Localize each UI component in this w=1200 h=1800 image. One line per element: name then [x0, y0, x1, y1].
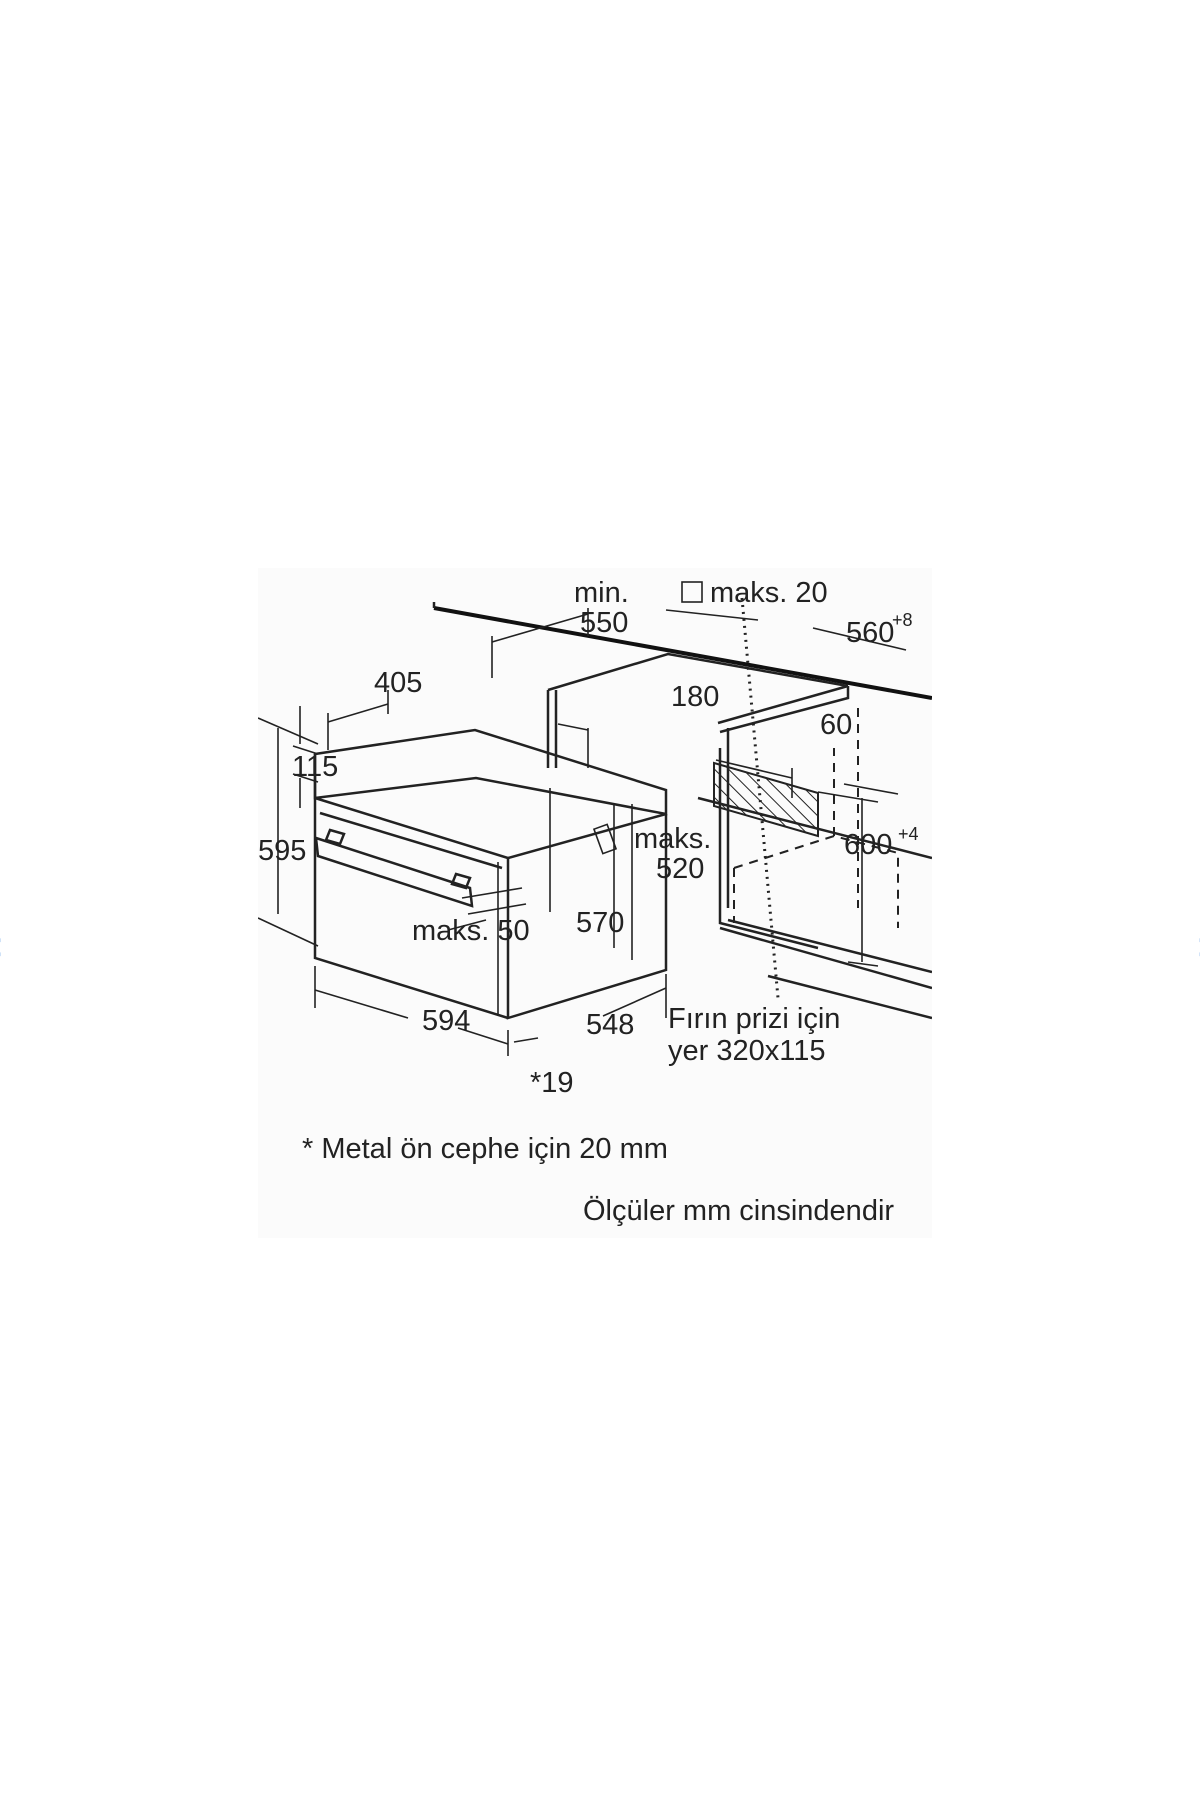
- label-19: *19: [530, 1067, 574, 1099]
- oven-dimension-diagram: min. 550 maks. 20 560 +8 405 180 60 115 …: [258, 568, 932, 1238]
- next-image-button[interactable]: ›: [1176, 922, 1200, 970]
- label-550: 550: [580, 607, 628, 639]
- square-icon: [681, 581, 703, 603]
- label-560-tolerance: +8: [892, 610, 913, 630]
- dashed-recess: [733, 597, 899, 999]
- label-548: 548: [586, 1009, 634, 1041]
- label-560: 560: [846, 617, 894, 649]
- label-115: 115: [292, 751, 338, 783]
- label-180: 180: [671, 681, 719, 713]
- label-min: min.: [574, 577, 629, 609]
- chevron-left-icon: ‹: [0, 923, 4, 969]
- label-60: 60: [820, 709, 852, 741]
- label-socket-line1: Fırın prizi için: [668, 1003, 840, 1035]
- label-570: 570: [576, 907, 624, 939]
- countertop: [432, 602, 932, 700]
- footnote-metal-front: * Metal ön cephe için 20 mm: [302, 1133, 668, 1165]
- label-maks-50: maks. 50: [412, 915, 530, 947]
- label-socket-line2: yer 320x115: [668, 1035, 825, 1067]
- units-note: Ölçüler mm cinsindendir: [583, 1195, 894, 1227]
- diagram-drawing: min. 550 maks. 20 560 +8 405 180 60 115 …: [258, 577, 932, 1227]
- previous-image-button[interactable]: ‹: [0, 922, 24, 970]
- label-600: 600: [844, 829, 892, 861]
- label-maks-520-line1: maks.: [634, 823, 711, 855]
- label-594: 594: [422, 1005, 470, 1037]
- oven-body: [313, 728, 668, 1020]
- dimension-lines: [258, 608, 907, 1056]
- label-595: 595: [258, 835, 306, 867]
- label-600-tolerance: +4: [898, 824, 919, 844]
- label-maks-20: maks. 20: [710, 577, 828, 609]
- socket-area: [713, 761, 819, 838]
- label-405: 405: [374, 667, 422, 699]
- chevron-right-icon: ›: [1196, 923, 1200, 969]
- label-maks-520-line2: 520: [656, 853, 704, 885]
